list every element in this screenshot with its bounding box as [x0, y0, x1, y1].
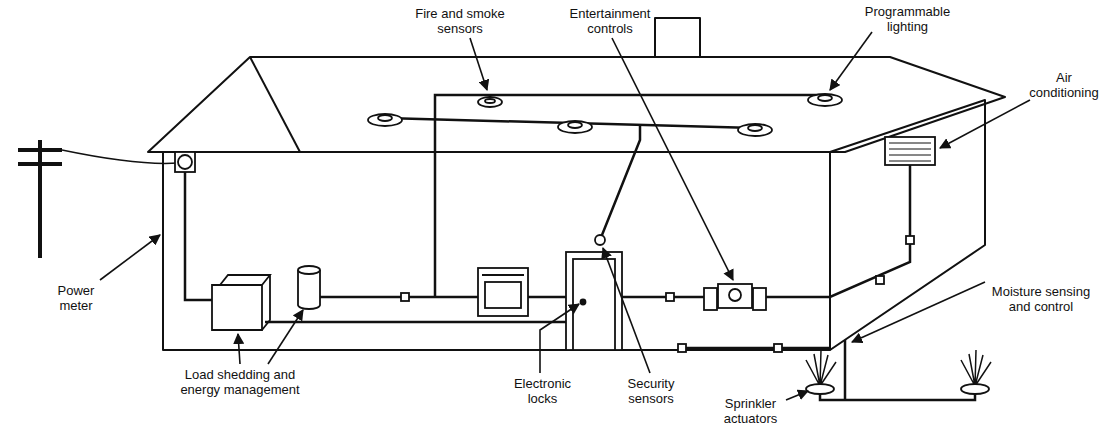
roof-edge [250, 57, 300, 152]
stereo-dial [729, 289, 741, 301]
energy-cylinder-top [298, 266, 320, 274]
junction-box [678, 344, 686, 352]
junction-box [666, 293, 674, 301]
smoke-sensor-center [485, 99, 495, 103]
callout-label: Moisture sensing and control [985, 284, 1097, 314]
door-frame [566, 252, 622, 350]
house-wiring [185, 95, 975, 400]
speaker [753, 288, 766, 310]
appliance-door [485, 282, 521, 308]
electronic-lock [581, 300, 586, 305]
smoke-sensor [478, 97, 502, 107]
junction-box [906, 236, 914, 244]
appliance [478, 268, 528, 316]
roof [148, 57, 1005, 152]
load-controller-side [220, 275, 270, 330]
callout-label: Security sensors [615, 376, 687, 406]
speaker [704, 288, 717, 310]
light-fixtures [368, 94, 842, 136]
front-wall [163, 152, 830, 350]
power-meter [175, 152, 195, 172]
callout-label: Fire and smoke sensors [405, 6, 515, 36]
service-wire [62, 150, 178, 163]
stereo [718, 284, 752, 308]
callout-label: Programmable lighting [855, 4, 960, 34]
junction-box [774, 344, 782, 352]
callout-label: Air conditioning [1022, 70, 1106, 100]
callout-label: Power meter [48, 283, 104, 313]
appliance-panel [482, 274, 524, 276]
load-controller [212, 285, 262, 330]
power-meter-dial [178, 155, 192, 169]
callout-label: Sprinkler actuators [713, 396, 788, 426]
callout-label: Entertainment controls [560, 6, 660, 36]
utility-pole [18, 140, 62, 258]
energy-cylinder [298, 270, 320, 309]
sprinkler [961, 350, 991, 394]
leader-lines [100, 32, 1030, 400]
callout-label: Electronic locks [505, 376, 580, 406]
sprinkler [806, 350, 836, 394]
air-conditioner [885, 137, 935, 165]
chimney [655, 18, 700, 57]
air-conditioner-grille [889, 143, 931, 161]
junction-box [876, 276, 884, 284]
callout-label: Load shedding and energy management [170, 367, 310, 397]
security-sensor [595, 235, 605, 245]
junction-box [401, 293, 409, 301]
side-wall [830, 100, 985, 350]
